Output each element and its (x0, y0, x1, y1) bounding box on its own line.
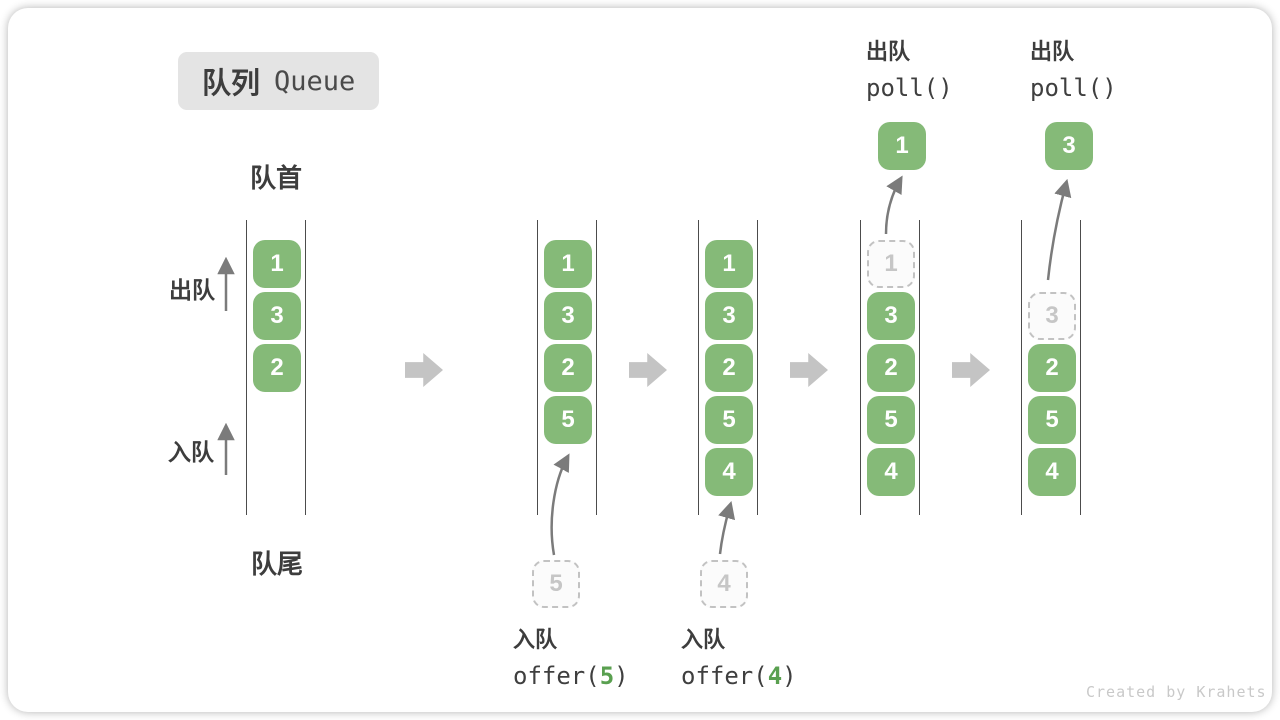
queue-cell: 4 (705, 448, 753, 496)
transition-arrow-icon (952, 353, 990, 387)
offer-caption-5: 入队 offer(5) (513, 622, 629, 690)
code-text: offer( (681, 662, 768, 690)
queue-cell: 1 (544, 240, 592, 288)
queue-cell: 3 (544, 292, 592, 340)
poll-caption-code: poll() (866, 74, 953, 102)
queue-cell: 3 (253, 292, 301, 340)
queue-state-2: 1 3 2 5 (537, 220, 597, 515)
offer-caption-zh: 入队 (513, 627, 558, 652)
queue-cell-removed: 3 (1028, 292, 1076, 340)
queue-cell: 5 (1028, 396, 1076, 444)
offer-caption-zh: 入队 (681, 627, 726, 652)
queue-state-1: 1 3 2 (246, 220, 306, 515)
polled-cell-3: 3 (1045, 122, 1093, 170)
queue-state-4: 1 3 2 5 4 (860, 220, 920, 515)
incoming-cell-4: 4 (700, 560, 748, 608)
transition-arrow-icon (405, 353, 443, 387)
queue-state-3: 1 3 2 5 4 (698, 220, 758, 515)
queue-state-5: 3 2 5 4 (1021, 220, 1081, 515)
queue-cell: 1 (705, 240, 753, 288)
queue-cell: 2 (544, 344, 592, 392)
queue-cell: 1 (253, 240, 301, 288)
incoming-cell-5: 5 (532, 560, 580, 608)
watermark: Created by Krahets (1086, 683, 1267, 701)
queue-cell: 4 (1028, 448, 1076, 496)
label-enqueue: 入队 (168, 439, 214, 465)
code-text: ) (782, 662, 797, 690)
poll-caption-1: 出队 poll() (866, 34, 953, 102)
poll-caption-code: poll() (1030, 74, 1117, 102)
offer-caption-4: 入队 offer(4) (681, 622, 797, 690)
queue-cell: 2 (867, 344, 915, 392)
code-text: offer( (513, 662, 600, 690)
label-dequeue: 出队 (169, 277, 215, 303)
figure-card: 队列 Queue 队首 队尾 出队 入队 1 3 2 1 3 2 5 1 3 2… (8, 8, 1272, 712)
label-queue-rear: 队尾 (251, 549, 304, 579)
polled-cell-1: 1 (878, 122, 926, 170)
transition-arrow-icon (629, 353, 667, 387)
title-en: Queue (274, 65, 356, 97)
offer-caption-code: offer(5) (513, 662, 629, 690)
queue-cell: 3 (867, 292, 915, 340)
queue-cell: 2 (705, 344, 753, 392)
queue-cell: 3 (705, 292, 753, 340)
title-badge: 队列 Queue (178, 52, 380, 110)
poll-caption-zh: 出队 (1030, 39, 1075, 64)
queue-cell: 2 (253, 344, 301, 392)
code-arg: 4 (767, 662, 783, 690)
code-text: ) (614, 662, 629, 690)
queue-cell: 5 (544, 396, 592, 444)
queue-cell: 2 (1028, 344, 1076, 392)
queue-cell: 5 (867, 396, 915, 444)
queue-cell: 5 (705, 396, 753, 444)
poll-caption-2: 出队 poll() (1030, 34, 1117, 102)
queue-cell: 4 (867, 448, 915, 496)
title-zh: 队列 (202, 68, 261, 100)
poll-caption-zh: 出队 (866, 39, 911, 64)
transition-arrow-icon (790, 353, 828, 387)
label-queue-front: 队首 (250, 163, 303, 193)
code-arg: 5 (599, 662, 615, 690)
offer-caption-code: offer(4) (681, 662, 797, 690)
queue-cell-removed: 1 (867, 240, 915, 288)
